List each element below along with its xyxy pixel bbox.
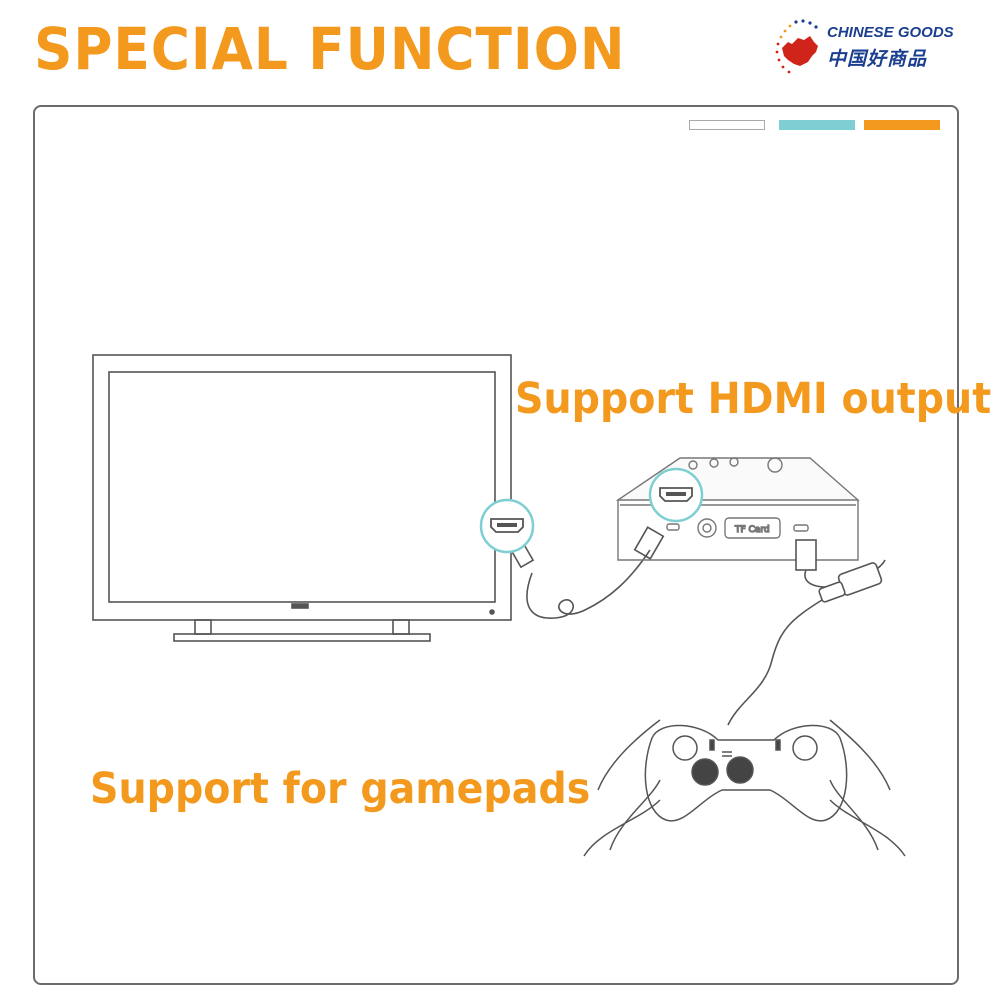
device-hdmi-port-callout bbox=[648, 467, 704, 523]
china-map-icon bbox=[775, 19, 818, 74]
content-panel bbox=[33, 105, 959, 985]
indicator-bar-teal bbox=[779, 120, 855, 130]
tf-card-slot-label: TF Card bbox=[734, 525, 770, 535]
gamepad-cable bbox=[727, 539, 886, 726]
hdmi-feature-caption: Support HDMI output bbox=[515, 374, 992, 424]
tv-hdmi-port-callout bbox=[479, 498, 535, 554]
logo-name-en: CHINESE GOODS bbox=[827, 24, 954, 41]
gamepad-feature-caption: Support for gamepads bbox=[90, 764, 591, 814]
hdmi-cable bbox=[509, 526, 665, 619]
logo-name-cn: 中国好商品 bbox=[827, 48, 928, 70]
indicator-bar-orange bbox=[864, 120, 940, 130]
indicator-bar-white bbox=[689, 120, 765, 130]
gamepad bbox=[583, 719, 906, 857]
brand-logo: CHINESE GOODS 中国好商品 bbox=[770, 18, 970, 78]
television bbox=[92, 354, 512, 642]
page-title: SPECIAL FUNCTION bbox=[34, 15, 626, 83]
